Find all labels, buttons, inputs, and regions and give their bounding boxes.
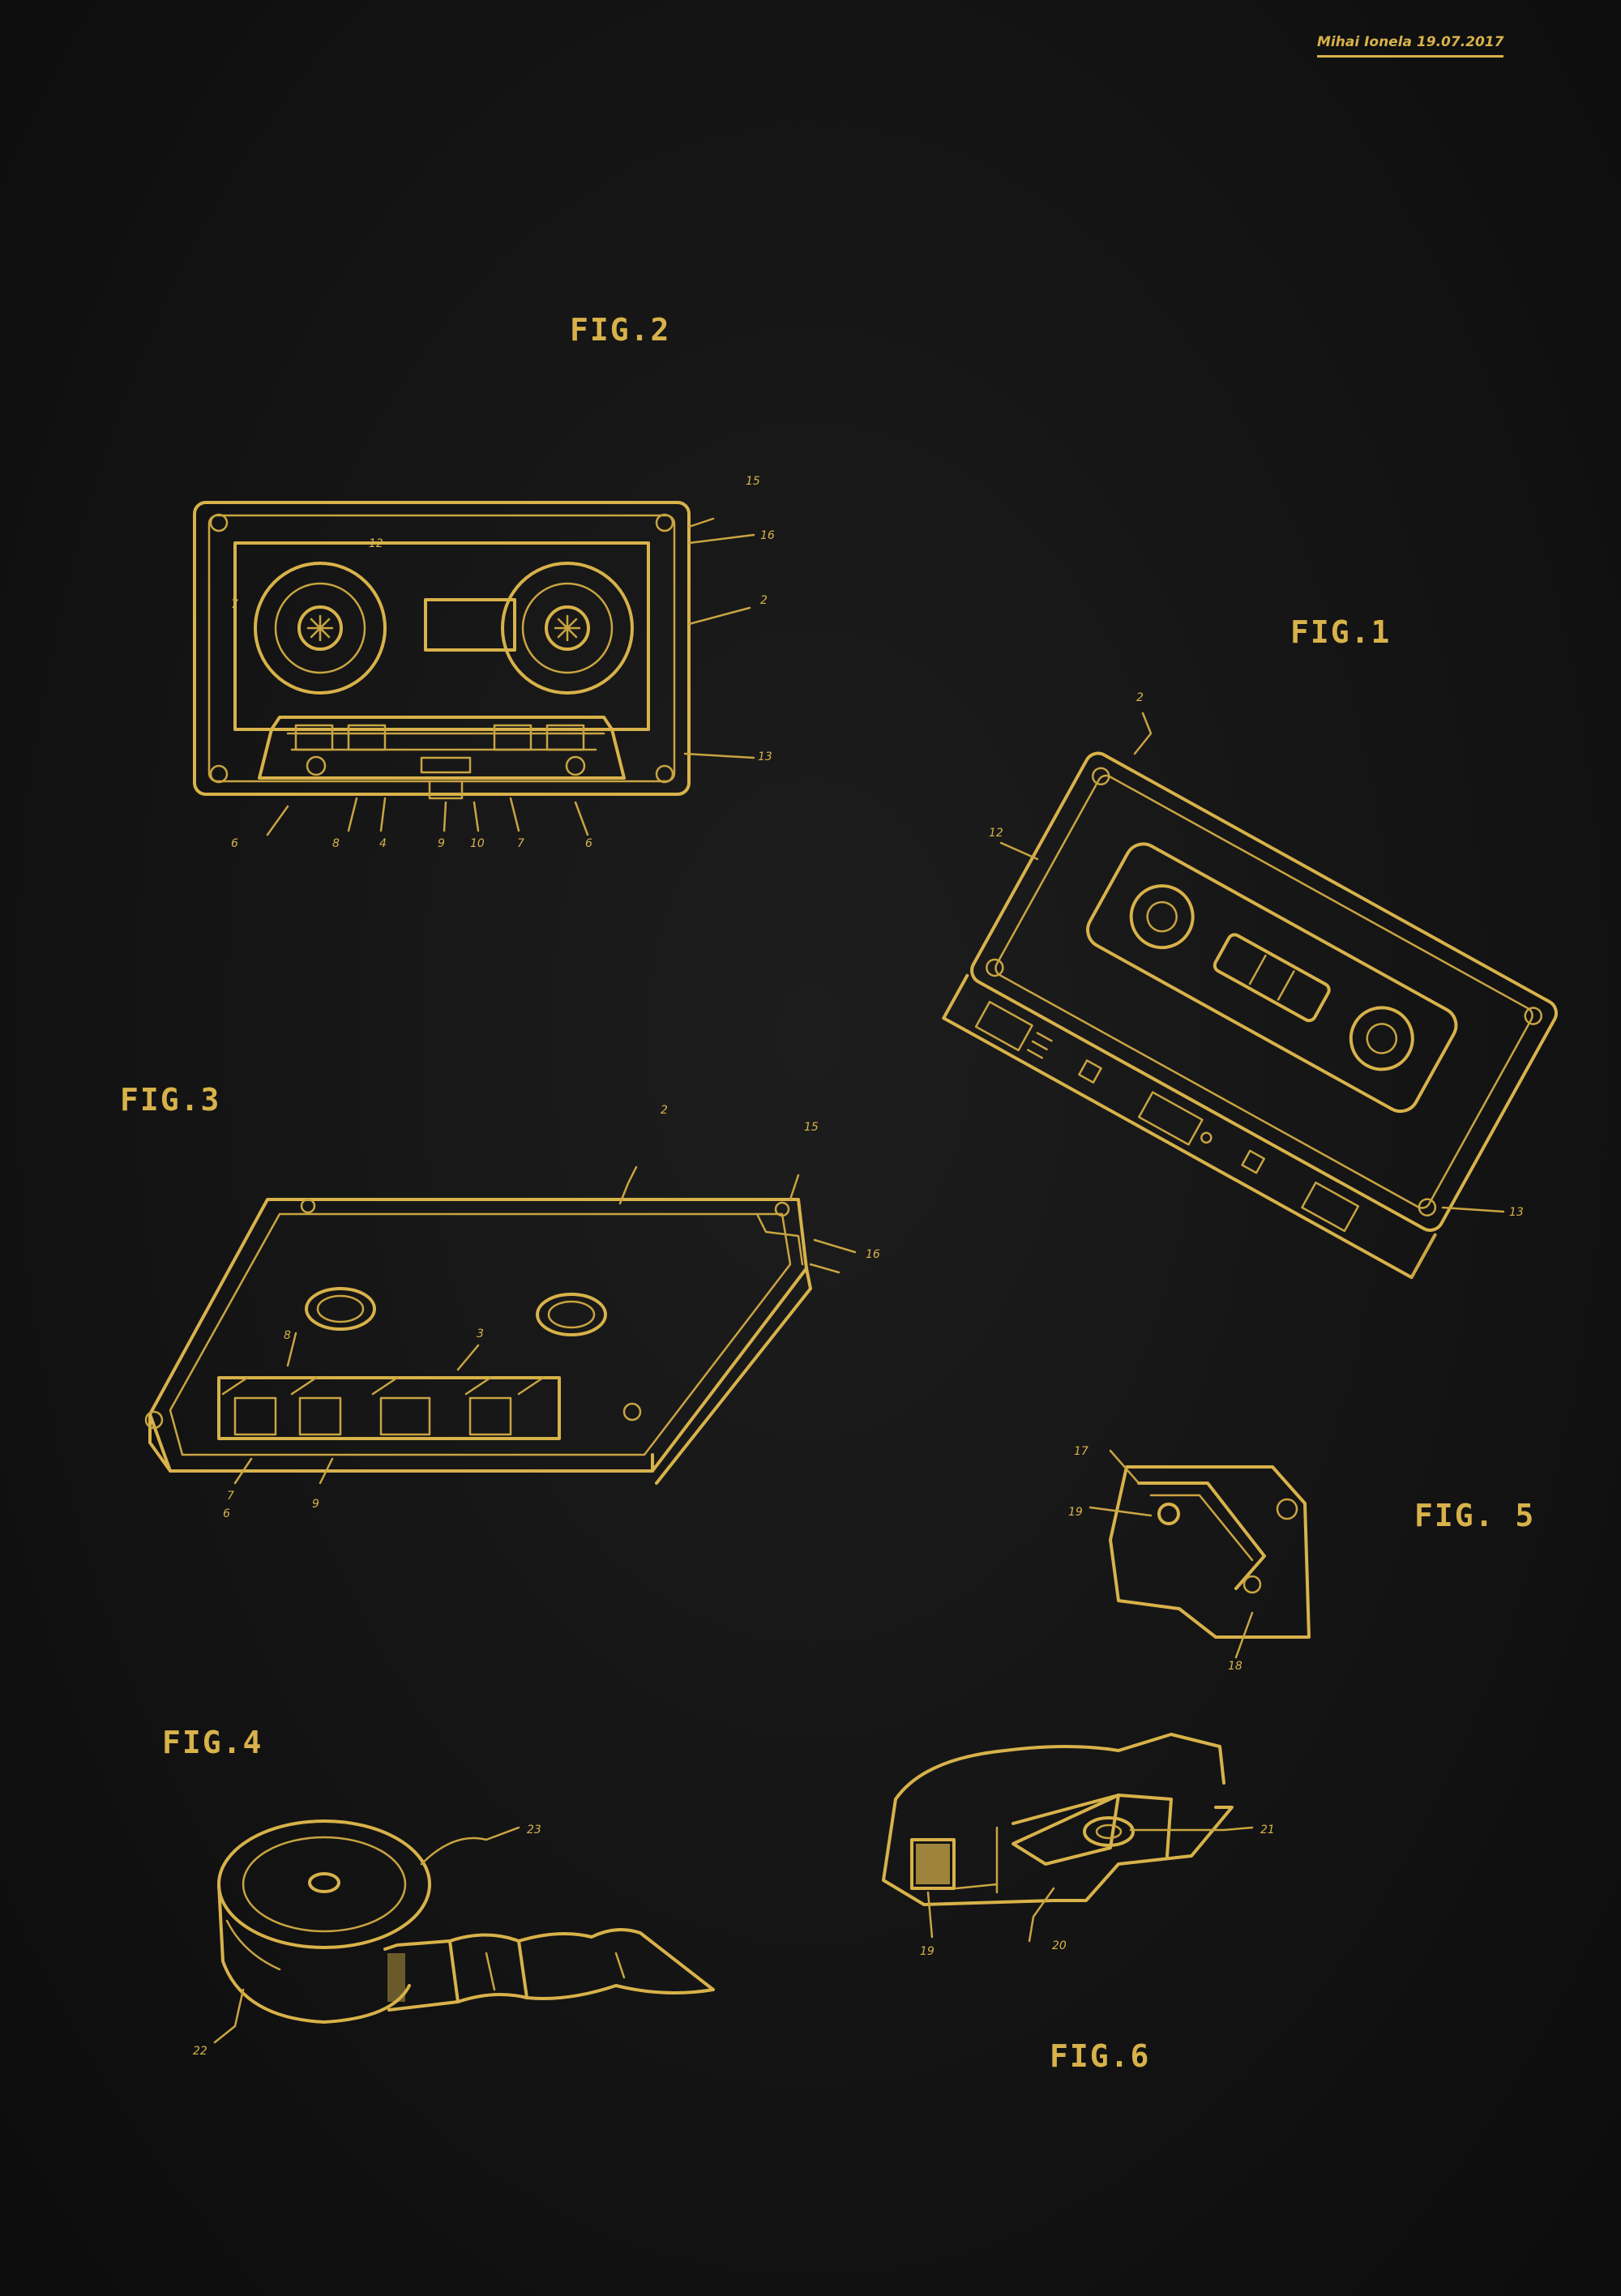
svg-text:17: 17 bbox=[1074, 1445, 1089, 1458]
svg-text:6: 6 bbox=[223, 1507, 230, 1520]
fig-4-label: FIG.4 bbox=[162, 1725, 263, 1760]
svg-text:10: 10 bbox=[470, 837, 485, 850]
svg-text:13: 13 bbox=[758, 750, 772, 763]
svg-text:22: 22 bbox=[193, 2045, 207, 2058]
svg-text:9: 9 bbox=[438, 837, 445, 850]
svg-text:23: 23 bbox=[527, 1824, 541, 1836]
fig-2-label: FIG.2 bbox=[570, 312, 671, 348]
svg-text:2: 2 bbox=[1136, 691, 1144, 704]
svg-text:7: 7 bbox=[517, 837, 524, 850]
fig-4-tape-reel-drawing: 23 22 bbox=[193, 1819, 715, 2058]
svg-text:7: 7 bbox=[227, 1490, 234, 1503]
svg-text:16: 16 bbox=[866, 1248, 880, 1261]
svg-text:21: 21 bbox=[1260, 1824, 1275, 1836]
svg-text:15: 15 bbox=[746, 475, 760, 488]
fig-6-cassette-section-drawing: 21 19 20 bbox=[882, 1733, 1275, 1958]
svg-text:6: 6 bbox=[231, 837, 238, 850]
svg-text:20: 20 bbox=[1052, 1939, 1067, 1952]
fig-6-label: FIG.6 bbox=[1050, 2038, 1151, 2074]
svg-text:8: 8 bbox=[332, 837, 340, 850]
fig-3-cassette-back-drawing: 2 15 16 3 8 7 6 9 bbox=[144, 1104, 880, 1520]
svg-text:6: 6 bbox=[585, 837, 592, 850]
artist-signature: Mihai Ionela 19.07.2017 bbox=[1317, 34, 1504, 58]
svg-text:15: 15 bbox=[804, 1121, 819, 1134]
svg-text:9: 9 bbox=[312, 1498, 319, 1511]
svg-text:12: 12 bbox=[369, 537, 383, 550]
fig-5-label: FIG. 5 bbox=[1414, 1498, 1536, 1533]
svg-text:18: 18 bbox=[1228, 1660, 1242, 1673]
fig-1-cassette-perspective-drawing bbox=[942, 751, 1558, 1280]
svg-text:3: 3 bbox=[477, 1328, 484, 1340]
svg-text:19: 19 bbox=[920, 1945, 935, 1958]
svg-text:2: 2 bbox=[760, 594, 768, 607]
svg-text:2: 2 bbox=[661, 1104, 668, 1117]
svg-text:16: 16 bbox=[760, 529, 775, 542]
svg-text:8: 8 bbox=[284, 1329, 291, 1342]
fig-2-cassette-front-drawing: 12 7 15 16 2 13 6 8 4 9 10 7 6 bbox=[193, 475, 775, 850]
svg-text:12: 12 bbox=[989, 827, 1003, 840]
fig-3-label: FIG.3 bbox=[120, 1082, 221, 1118]
svg-text:7: 7 bbox=[231, 598, 238, 611]
fig-1-label: FIG.1 bbox=[1290, 614, 1392, 650]
svg-text:13: 13 bbox=[1509, 1206, 1524, 1219]
fig-5-corner-detail-drawing: 17 19 18 bbox=[1068, 1445, 1311, 1673]
svg-text:4: 4 bbox=[379, 837, 387, 850]
svg-text:19: 19 bbox=[1068, 1506, 1083, 1519]
